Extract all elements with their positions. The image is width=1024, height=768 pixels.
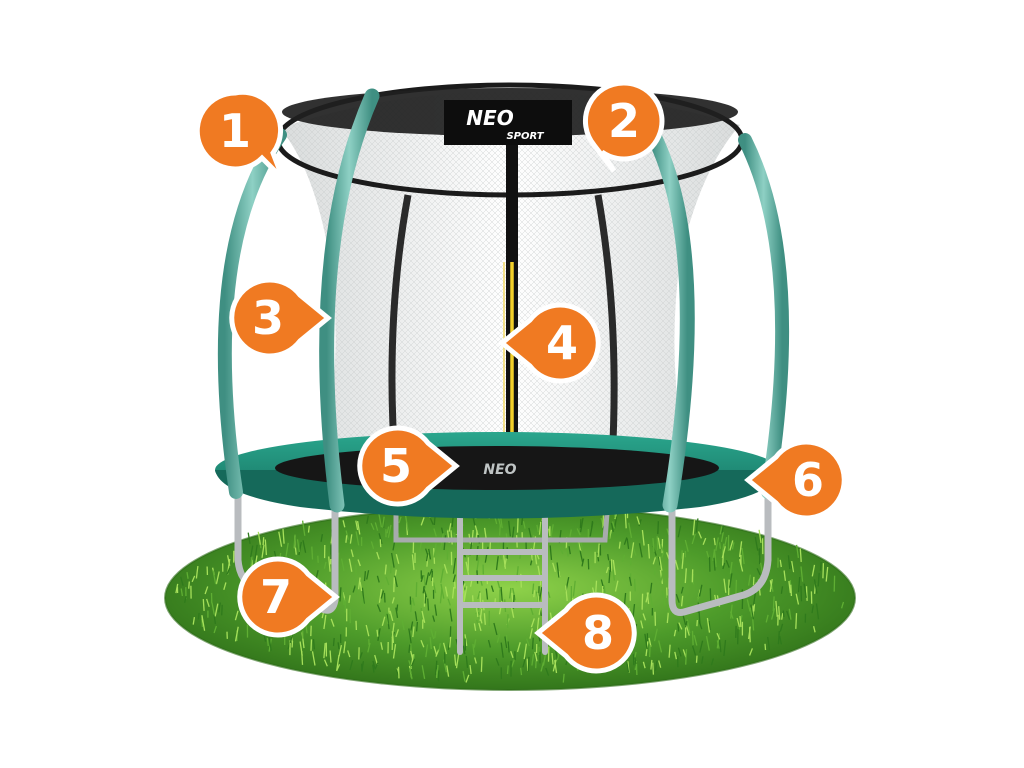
marker-1-number: 1 [219, 104, 251, 158]
brand-logo-sub: SPORT [506, 131, 544, 142]
marker-4[interactable]: 4 [498, 302, 601, 384]
brand-logo: NEO SPORT [444, 100, 572, 145]
marker-2-number: 2 [608, 94, 640, 148]
marker-3-number: 3 [252, 291, 284, 345]
marker-6-number: 6 [792, 453, 824, 507]
brand-logo-main: NEO [466, 106, 513, 130]
net-poles [217, 88, 790, 513]
jumping-mat: NEO [215, 432, 779, 519]
marker-1[interactable]: 1 [194, 89, 286, 181]
marker-7[interactable]: 7 [237, 556, 340, 638]
marker-8-number: 8 [582, 606, 614, 660]
marker-3[interactable]: 3 [229, 277, 332, 359]
marker-2[interactable]: 2 [582, 80, 665, 173]
mat-logo: NEO [483, 462, 516, 478]
marker-6[interactable]: 6 [744, 439, 847, 521]
marker-5[interactable]: 5 [357, 425, 460, 507]
marker-5-number: 5 [380, 439, 412, 493]
marker-7-number: 7 [260, 570, 292, 624]
marker-8[interactable]: 8 [534, 592, 637, 674]
marker-4-number: 4 [546, 316, 578, 370]
